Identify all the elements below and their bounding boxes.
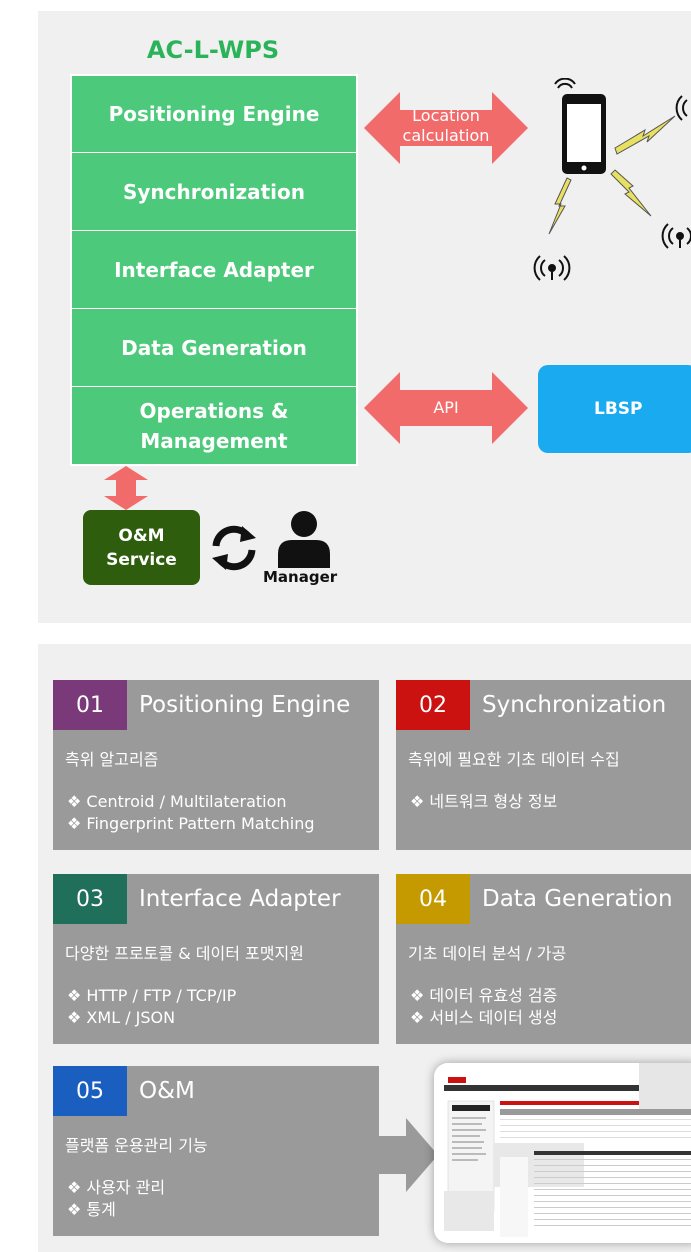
om-arrow <box>104 466 148 510</box>
layer-operations-management: Operations & Management <box>139 398 289 453</box>
module-description: 측위에 필요한 기초 데이터 수집 <box>408 750 620 769</box>
module-number: 01 <box>53 680 127 730</box>
module-description: 다양한 프로토콜 & 데이터 포맷지원 <box>65 944 304 963</box>
module-bullets: ❖ 네트워크 형상 정보 <box>410 791 557 813</box>
layer-positioning-engine: Positioning Engine <box>72 76 356 153</box>
module-card: 02 Synchronization 측위에 필요한 기초 데이터 수집 ❖ 네… <box>396 680 691 850</box>
bullet-item: ❖ 서비스 데이터 생성 <box>410 1008 558 1027</box>
api-arrow <box>364 372 528 444</box>
module-title: Positioning Engine <box>139 692 351 718</box>
smartphone-icon <box>562 94 606 174</box>
layer-synchronization: Synchronization <box>72 153 356 231</box>
location-calculation-arrow <box>364 92 528 164</box>
admin-ui-thumbnail <box>434 1063 691 1243</box>
antenna-icon <box>533 255 571 281</box>
phone-signal-icon <box>554 78 576 89</box>
module-title: Data Generation <box>482 886 673 912</box>
bullet-item: ❖ 사용자 관리 <box>67 1178 166 1197</box>
module-bullets: ❖ HTTP / FTP / TCP/IP ❖ XML / JSON <box>67 985 236 1029</box>
sync-icon <box>212 525 256 571</box>
layer-interface-adapter: Interface Adapter <box>72 231 356 309</box>
person-icon <box>278 511 330 568</box>
module-number: 03 <box>53 874 127 924</box>
bullet-item: ❖ Fingerprint Pattern Matching <box>67 814 315 833</box>
architecture-stack: Positioning Engine Synchronization Inter… <box>70 74 358 466</box>
module-bullets: ❖ 사용자 관리 ❖ 통계 <box>67 1177 165 1221</box>
module-number: 05 <box>53 1066 127 1116</box>
module-description: 기초 데이터 분석 / 가공 <box>408 944 567 963</box>
lbsp-box: LBSP <box>538 365 691 453</box>
layer-data-generation: Data Generation <box>72 309 356 387</box>
module-card: 04 Data Generation 기초 데이터 분석 / 가공 ❖ 데이터 … <box>396 874 691 1044</box>
bullet-item: ❖ 통계 <box>67 1200 116 1219</box>
module-title: O&M <box>139 1078 195 1104</box>
module-description: 플랫폼 운용관리 기능 <box>65 1136 208 1155</box>
module-number: 04 <box>396 874 470 924</box>
module-number: 02 <box>396 680 470 730</box>
module-card: 03 Interface Adapter 다양한 프로토콜 & 데이터 포맷지원… <box>53 874 379 1044</box>
bullet-item: ❖ Centroid / Multilateration <box>67 792 287 811</box>
bullet-item: ❖ 데이터 유효성 검증 <box>410 986 558 1005</box>
module-title: Interface Adapter <box>139 886 341 912</box>
antenna-icon <box>661 223 691 249</box>
bullet-item: ❖ 네트워크 형상 정보 <box>410 792 558 811</box>
module-title: Synchronization <box>482 692 667 718</box>
api-label: API <box>433 398 459 417</box>
positioning-illustration <box>533 78 691 281</box>
module-description: 측위 알고리즘 <box>65 750 159 769</box>
stack-title: AC-L-WPS <box>146 36 280 64</box>
manager-label: Manager <box>263 568 338 586</box>
module-card: 01 Positioning Engine 측위 알고리즘 ❖ Centroid… <box>53 680 379 850</box>
module-card: 05 O&M 플랫폼 운용관리 기능 ❖ 사용자 관리 ❖ 통계 <box>53 1066 379 1236</box>
screenshot-thumbnail <box>434 1063 691 1243</box>
module-bullets: ❖ 데이터 유효성 검증 ❖ 서비스 데이터 생성 <box>410 985 557 1029</box>
module-bullets: ❖ Centroid / Multilateration ❖ Fingerpri… <box>67 791 315 835</box>
bullet-item: ❖ HTTP / FTP / TCP/IP <box>67 986 237 1005</box>
antenna-icon <box>675 95 688 121</box>
lightning-icon <box>548 115 676 235</box>
om-to-screenshot-arrow <box>378 1118 438 1192</box>
bullet-item: ❖ XML / JSON <box>67 1008 176 1027</box>
